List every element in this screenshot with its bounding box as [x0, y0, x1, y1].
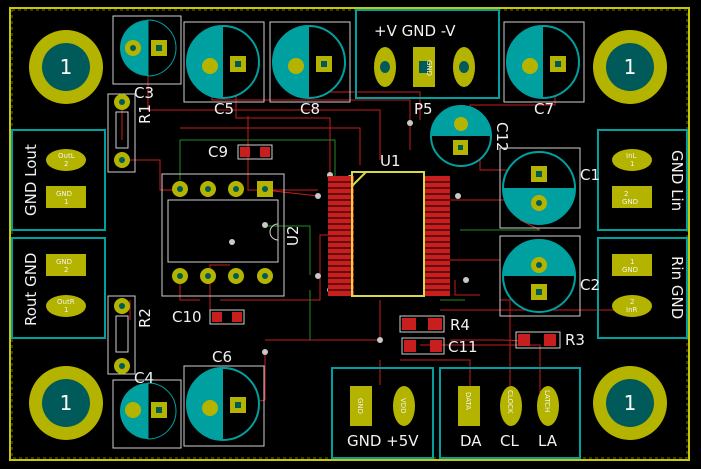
svg-text:DA: DA [460, 432, 482, 450]
svg-text:R2: R2 [136, 308, 154, 328]
cap-c1: C1 [499, 147, 600, 229]
data-pads: DATA CLOCK LATCH DA CL LA [458, 386, 559, 450]
cap-c2: C2 [499, 235, 600, 317]
mounting-hole-br: 1 [593, 366, 667, 440]
svg-text:1: 1 [624, 55, 637, 79]
svg-text:Rout GND: Rout GND [22, 253, 40, 326]
ic-u2: U2 [161, 173, 302, 297]
svg-text:LATCH: LATCH [543, 390, 551, 412]
svg-text:1: 1 [630, 160, 634, 168]
smd-c9: C9 [208, 143, 273, 161]
svg-text:CLOCK: CLOCK [506, 390, 514, 414]
svg-text:C5: C5 [214, 100, 234, 118]
smd-c11: C11 [401, 337, 478, 356]
svg-text:C2: C2 [580, 276, 600, 294]
rin-pads: 1 GND 2 InR Rin GND [612, 254, 686, 319]
smd-r3: R3 [515, 331, 585, 349]
svg-text:1: 1 [624, 391, 637, 415]
svg-text:C4: C4 [134, 369, 154, 387]
svg-text:1: 1 [60, 55, 73, 79]
svg-text:1: 1 [630, 258, 634, 266]
svg-text:OutL: OutL [58, 152, 75, 160]
svg-text:GND Lout: GND Lout [22, 144, 40, 216]
svg-text:R4: R4 [450, 316, 470, 334]
svg-text:2: 2 [624, 190, 628, 198]
svg-text:GND Lin: GND Lin [668, 150, 686, 211]
svg-text:GND: GND [356, 398, 364, 414]
svg-text:+V GND -V: +V GND -V [374, 22, 456, 40]
tracks-green [179, 139, 540, 340]
cap-c7: C7 [503, 21, 585, 118]
svg-text:U1: U1 [380, 152, 401, 170]
svg-text:C6: C6 [212, 348, 232, 366]
conn-5v [331, 367, 434, 459]
svg-text:LA: LA [538, 432, 558, 450]
mounting-hole-tl: 1 [29, 30, 103, 104]
svg-text:InR: InR [626, 306, 638, 314]
svg-text:2: 2 [64, 160, 68, 168]
cap-c3: C3 [112, 15, 182, 102]
svg-text:CL: CL [500, 432, 519, 450]
svg-text:1: 1 [64, 306, 68, 314]
conn-lin [597, 129, 688, 231]
resistor-r1: R1 [107, 93, 154, 173]
cap-c8: C8 [269, 21, 351, 118]
svg-text:Rin GND: Rin GND [668, 256, 686, 319]
ic-u1: U1 [328, 152, 450, 297]
cap-c4: C4 [112, 369, 182, 449]
svg-text:GND: GND [56, 258, 72, 266]
cap-c6: C6 [183, 348, 265, 447]
conn-lout [11, 129, 106, 231]
svg-text:GND +5V: GND +5V [347, 432, 419, 450]
svg-text:DATA: DATA [464, 392, 472, 410]
smd-c10: C10 [172, 308, 245, 326]
svg-text:C7: C7 [534, 100, 554, 118]
svg-text:C3: C3 [134, 84, 154, 102]
board-edge [9, 7, 690, 461]
mounting-hole-tr: 1 [593, 30, 667, 104]
svg-text:2: 2 [630, 298, 634, 306]
svg-text:1: 1 [64, 198, 68, 206]
svg-text:GND: GND [622, 266, 638, 274]
svg-text:C9: C9 [208, 143, 228, 161]
svg-text:C12: C12 [493, 122, 511, 152]
smd-r4: R4 [399, 315, 470, 334]
svg-text:C8: C8 [300, 100, 320, 118]
svg-text:InL: InL [626, 152, 637, 160]
svg-text:GND: GND [425, 60, 433, 76]
rout-pads: GND 2 OutR 1 Rout GND [22, 253, 86, 326]
svg-text:C11: C11 [448, 338, 478, 356]
cap-c5: C5 [183, 21, 265, 118]
svg-text:C1: C1 [580, 166, 600, 184]
svg-text:R3: R3 [565, 331, 585, 349]
mounting-hole-bl: 1 [29, 366, 103, 440]
svg-text:GND: GND [56, 190, 72, 198]
conn-rout [11, 237, 106, 339]
conn-rin [597, 237, 688, 339]
svg-text:U2: U2 [284, 225, 302, 246]
supply-pads: GND VDD GND +5V [347, 386, 419, 450]
svg-text:R1: R1 [136, 104, 154, 124]
cap-c12: C12 [430, 105, 511, 167]
svg-text:1: 1 [60, 391, 73, 415]
svg-text:2: 2 [64, 266, 68, 274]
power-connector: +V GND -V GND P5 [374, 22, 475, 118]
svg-text:P5: P5 [414, 100, 433, 118]
lin-pads: InL 1 2 GND GND Lin [612, 149, 686, 211]
svg-text:VDD: VDD [399, 398, 407, 414]
svg-text:GND: GND [622, 198, 638, 206]
resistor-r2: R2 [107, 295, 154, 375]
conn-data [439, 367, 581, 459]
svg-text:OutR: OutR [57, 298, 75, 306]
svg-text:C10: C10 [172, 308, 202, 326]
lout-pads: OutL 2 GND 1 GND Lout [22, 144, 86, 216]
conn-power [355, 9, 500, 99]
